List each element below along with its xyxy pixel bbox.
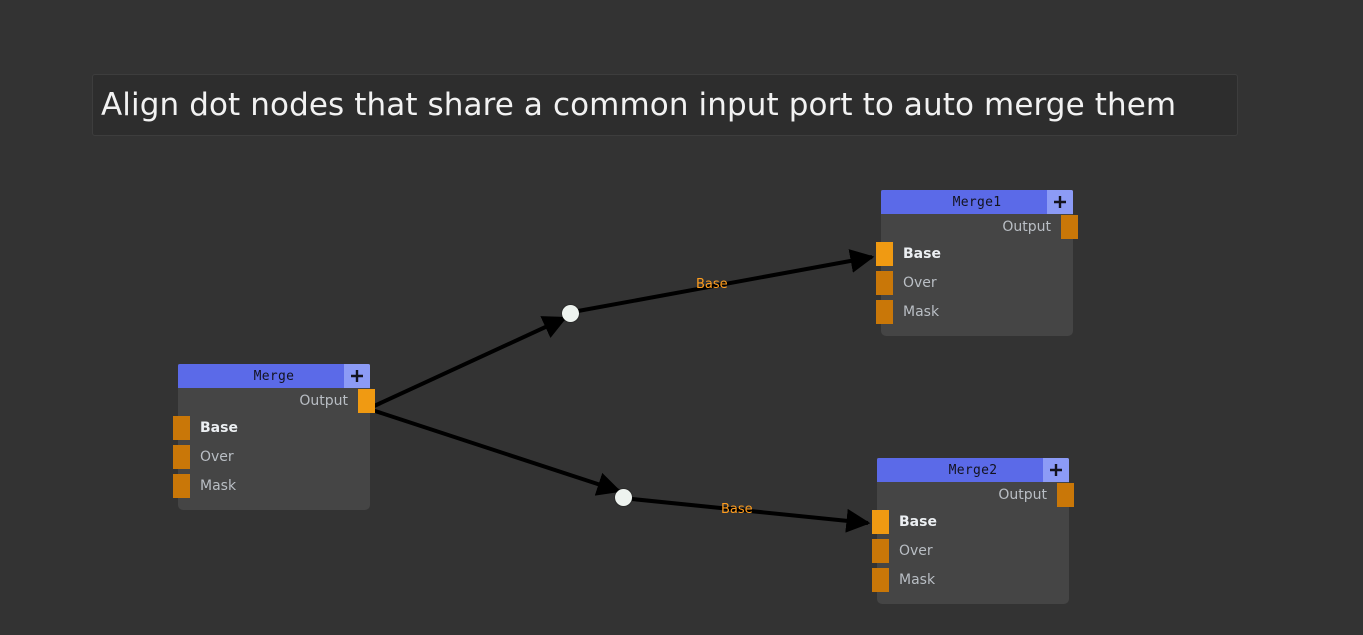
node-merge-title: Merge	[253, 368, 295, 384]
node-merge-port-base[interactable]	[173, 415, 190, 440]
node-merge1-port-over[interactable]	[876, 270, 893, 295]
node-merge1-titlebar[interactable]: Merge1	[881, 190, 1073, 214]
node-merge2-add-button[interactable]	[1043, 458, 1069, 482]
annotation-banner: Align dot nodes that share a common inpu…	[92, 74, 1238, 136]
node-merge1-output-label: Output	[1002, 218, 1051, 235]
node-merge1-label-over: Over	[903, 274, 937, 291]
node-merge1-port-mask[interactable]	[876, 299, 893, 324]
node-merge2-output-row[interactable]: Output	[877, 482, 1074, 507]
node-merge1-label-mask: Mask	[903, 303, 940, 320]
node-merge-input-row-base[interactable]: Base	[173, 413, 370, 442]
node-merge2-input-row-mask[interactable]: Mask	[872, 565, 1069, 594]
node-merge-input-row-over[interactable]: Over	[173, 442, 370, 471]
node-merge-port-mask[interactable]	[173, 473, 190, 498]
node-merge2-titlebar[interactable]: Merge2	[877, 458, 1069, 482]
node-merge1-body: Output Base Over Mask	[876, 214, 1078, 336]
node-merge2-port-base[interactable]	[872, 509, 889, 534]
edge-merge-output-to-dot-lower	[371, 408, 622, 496]
node-merge-label-mask: Mask	[200, 477, 237, 494]
node-merge2-output-port[interactable]	[1057, 482, 1074, 507]
node-merge2-port-over[interactable]	[872, 538, 889, 563]
node-merge1-title: Merge1	[952, 194, 1002, 210]
node-merge2-input-row-base[interactable]: Base	[872, 507, 1069, 536]
node-merge[interactable]: Merge Output Base Over Mask	[173, 364, 375, 510]
node-merge2-port-mask[interactable]	[872, 567, 889, 592]
node-merge-input-row-mask[interactable]: Mask	[173, 471, 370, 500]
node-merge1-output-port[interactable]	[1061, 214, 1078, 239]
edge-merge-output-to-dot-upper	[371, 316, 568, 409]
node-merge1-output-row[interactable]: Output	[881, 214, 1078, 239]
node-merge-label-base: Base	[200, 419, 238, 436]
edge-label-upper-base: Base	[696, 277, 728, 292]
node-merge-output-row[interactable]: Output	[178, 388, 375, 413]
node-merge2-label-mask: Mask	[899, 571, 936, 588]
annotation-text: Align dot nodes that share a common inpu…	[101, 87, 1177, 123]
node-merge-output-port[interactable]	[358, 388, 375, 413]
node-merge-output-label: Output	[299, 392, 348, 409]
edge-label-lower-base: Base	[721, 502, 753, 517]
node-merge1[interactable]: Merge1 Output Base Over Mask	[876, 190, 1078, 336]
node-merge1-label-base: Base	[903, 245, 941, 262]
node-merge1-input-row-mask[interactable]: Mask	[876, 297, 1073, 326]
dot-node-upper[interactable]	[562, 305, 579, 322]
node-merge2-title: Merge2	[948, 462, 998, 478]
node-merge-add-button[interactable]	[344, 364, 370, 388]
node-merge2[interactable]: Merge2 Output Base Over Mask	[872, 458, 1074, 604]
node-merge2-label-base: Base	[899, 513, 937, 530]
node-merge2-input-row-over[interactable]: Over	[872, 536, 1069, 565]
node-merge1-input-row-base[interactable]: Base	[876, 239, 1073, 268]
dot-node-lower[interactable]	[615, 489, 632, 506]
node-merge-body: Output Base Over Mask	[173, 388, 375, 510]
node-merge-titlebar[interactable]: Merge	[178, 364, 370, 388]
node-merge1-input-row-over[interactable]: Over	[876, 268, 1073, 297]
node-merge-port-over[interactable]	[173, 444, 190, 469]
node-merge-label-over: Over	[200, 448, 234, 465]
node-merge2-output-label: Output	[998, 486, 1047, 503]
node-merge1-add-button[interactable]	[1047, 190, 1073, 214]
node-merge2-body: Output Base Over Mask	[872, 482, 1074, 604]
node-merge2-label-over: Over	[899, 542, 933, 559]
node-merge1-port-base[interactable]	[876, 241, 893, 266]
